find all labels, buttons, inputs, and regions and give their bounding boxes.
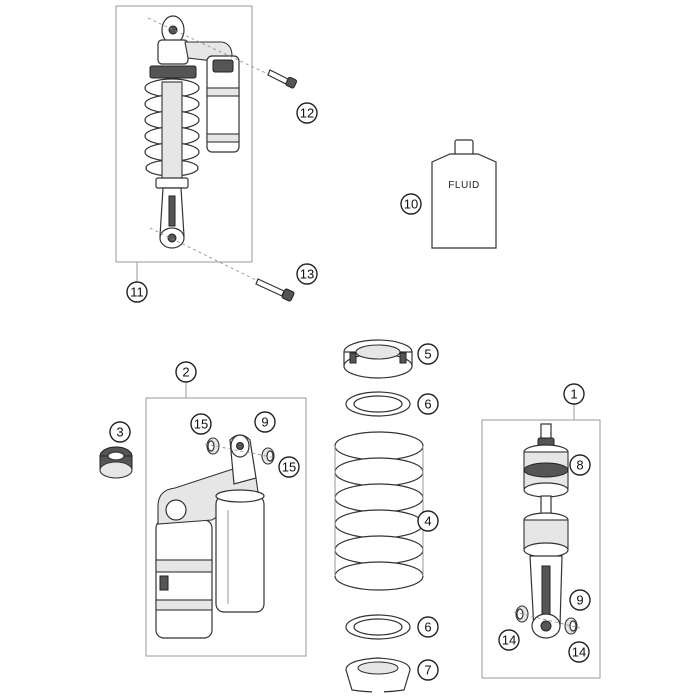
svg-text:13: 13 <box>300 267 314 282</box>
callout-12: 12 <box>296 102 318 124</box>
callout-11: 11 <box>126 281 148 303</box>
svg-text:12: 12 <box>300 106 314 121</box>
assembly-box-2 <box>145 397 307 657</box>
upper-mounting-bolt <box>147 17 298 89</box>
fluid-container: FLUID <box>431 139 497 249</box>
svg-text:9: 9 <box>261 415 268 430</box>
eye-bushing-right <box>261 447 275 465</box>
svg-text:15: 15 <box>282 460 296 475</box>
callout-9-upper: 9 <box>254 411 276 433</box>
callout-15-left: 15 <box>190 413 212 435</box>
spring-adjusting-nut <box>343 339 413 379</box>
svg-text:8: 8 <box>576 458 583 473</box>
assembly-box-1 <box>481 419 601 679</box>
callout-9-lower: 9 <box>569 589 591 611</box>
callout-6-upper: 6 <box>417 393 439 415</box>
svg-text:14: 14 <box>572 645 586 660</box>
svg-text:14: 14 <box>502 633 516 648</box>
lower-mounting-bolt <box>149 227 295 302</box>
eye-bushing-left <box>206 437 220 455</box>
callout-6-lower: 6 <box>417 616 439 638</box>
callout-1: 1 <box>563 383 585 405</box>
shock-spring <box>334 431 424 591</box>
callout-10: 10 <box>400 193 422 215</box>
callout-13: 13 <box>296 263 318 285</box>
assembly-box-11 <box>115 5 253 263</box>
svg-text:6: 6 <box>424 620 431 635</box>
callout-15-right: 15 <box>278 456 300 478</box>
svg-text:9: 9 <box>576 593 583 608</box>
lower-bushing-right <box>564 617 578 635</box>
svg-text:5: 5 <box>424 347 431 362</box>
complete-shock-absorber <box>144 15 240 249</box>
callout-5: 5 <box>417 343 439 365</box>
callout-3: 3 <box>109 421 131 443</box>
callout-14-right: 14 <box>568 641 590 663</box>
bump-rubber-part <box>99 446 133 479</box>
svg-text:10: 10 <box>404 197 418 212</box>
svg-text:15: 15 <box>194 417 208 432</box>
callout-4: 4 <box>417 510 439 532</box>
spring-washer-lower <box>345 614 411 640</box>
svg-text:1: 1 <box>570 387 577 402</box>
spring-retainer <box>345 657 411 694</box>
callout-14-left: 14 <box>498 629 520 651</box>
callout-7: 7 <box>417 659 439 681</box>
svg-text:7: 7 <box>424 663 431 678</box>
shock-body-with-reservoir <box>155 434 265 639</box>
damper-assembly <box>523 423 569 639</box>
svg-text:2: 2 <box>182 365 189 380</box>
fluid-label: FLUID <box>448 180 479 191</box>
callout-2: 2 <box>175 361 197 383</box>
svg-text:11: 11 <box>130 285 144 300</box>
spring-washer-upper <box>345 391 411 417</box>
svg-text:3: 3 <box>116 425 123 440</box>
svg-text:4: 4 <box>424 514 431 529</box>
svg-text:6: 6 <box>424 397 431 412</box>
callout-8: 8 <box>569 454 591 476</box>
